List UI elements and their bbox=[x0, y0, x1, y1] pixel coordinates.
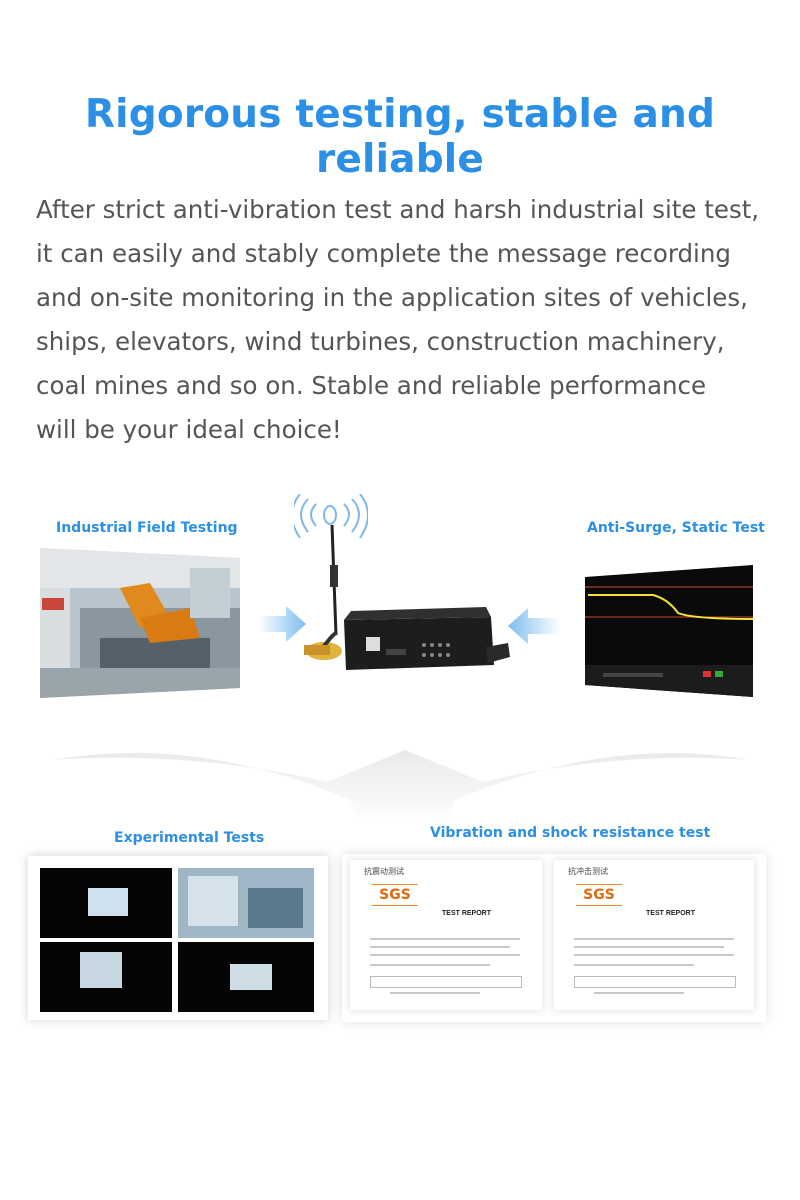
test-report: 抗冲击测试 SGS TEST REPORT bbox=[554, 860, 754, 1010]
oscilloscope-screen bbox=[585, 565, 753, 697]
label-vibration-test: Vibration and shock resistance test bbox=[430, 825, 711, 841]
description-line: it can easily and stably complete the me… bbox=[36, 239, 731, 268]
description-line: After strict anti-vibration test and har… bbox=[36, 195, 760, 224]
arrow-left-icon bbox=[508, 608, 560, 644]
test-image bbox=[178, 942, 314, 1012]
report-title: TEST REPORT bbox=[646, 910, 696, 917]
industrial-field-photo bbox=[40, 548, 240, 698]
signal-icon bbox=[294, 494, 368, 539]
label-anti-surge-static-test: Anti-Surge, Static Test bbox=[587, 520, 765, 536]
test-image bbox=[40, 942, 172, 1012]
description-line: coal mines and so on. Stable and reliabl… bbox=[36, 371, 707, 400]
page-title: Rigorous testing, stable and reliable bbox=[84, 92, 716, 182]
experimental-tests-card bbox=[28, 856, 328, 1020]
sgs-logo: SGS bbox=[372, 884, 418, 906]
arrow-right-icon bbox=[258, 606, 306, 642]
sgs-logo: SGS bbox=[576, 884, 622, 906]
curved-arrow-icon bbox=[50, 750, 750, 825]
report-header: 抗冲击测试 bbox=[568, 867, 608, 876]
test-image bbox=[178, 868, 314, 938]
description-line: ships, elevators, wind turbines, constru… bbox=[36, 327, 725, 356]
report-title: TEST REPORT bbox=[442, 910, 492, 917]
data-logger-device bbox=[304, 525, 510, 670]
description-line: and on-site monitoring in the applicatio… bbox=[36, 283, 748, 312]
label-industrial-field-testing: Industrial Field Testing bbox=[56, 520, 238, 536]
report-header: 抗震动测试 bbox=[364, 867, 404, 876]
description-line: will be your ideal choice! bbox=[36, 415, 342, 444]
description: After strict anti-vibration test and har… bbox=[36, 188, 776, 452]
test-image bbox=[40, 868, 172, 938]
vibration-test-card: 抗震动测试 SGS TEST REPORT 抗冲击测试 SGS TEST REP… bbox=[342, 854, 766, 1022]
label-experimental-tests: Experimental Tests bbox=[114, 830, 265, 846]
test-report: 抗震动测试 SGS TEST REPORT bbox=[350, 860, 542, 1010]
